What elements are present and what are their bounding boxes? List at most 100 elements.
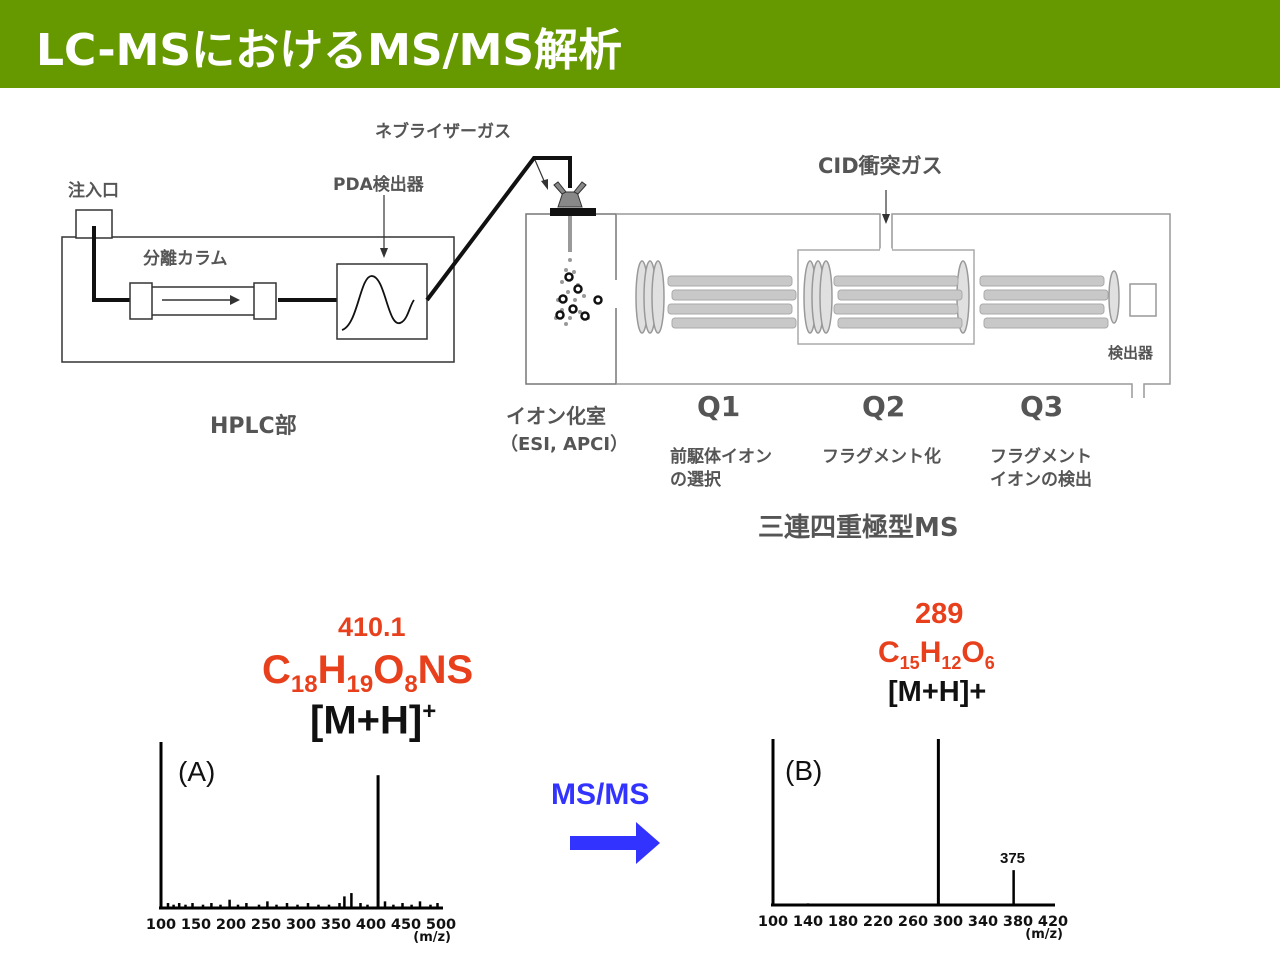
detector-box — [1129, 283, 1157, 317]
spectrum-peak — [191, 903, 194, 908]
hplc-box — [61, 236, 455, 363]
spectrum-b-chart: 100 140 180 220 260 300 340 380 420(m/z) — [758, 739, 1068, 942]
q1-desc-line1: 前駆体イオン — [670, 447, 772, 467]
spectrum-b-adduct: [M+H]+ — [888, 676, 987, 708]
spectrum-a-formula: C18H19O8NS — [262, 648, 474, 698]
spectrum-b-formula: C15H12O6 — [878, 636, 995, 673]
hplc-flow-line — [92, 226, 338, 302]
x-tick-label: 150 — [181, 917, 211, 933]
pda-trace — [341, 275, 415, 331]
q3-label: Q3 — [1020, 390, 1064, 423]
spectrum-peak — [1012, 870, 1015, 905]
x-tick-label: 100 — [146, 917, 176, 933]
spectrum-peak — [392, 904, 395, 908]
spectrum-peak — [245, 903, 248, 908]
x-tick-label: 300 — [286, 917, 316, 933]
x-tick-label: 100 — [758, 914, 788, 930]
spectrum-b-mz: 289 — [915, 598, 964, 630]
q3-desc-line2: イオンの検出 — [990, 470, 1092, 490]
nebulizer-gas-label: ネブライザーガス — [375, 122, 511, 142]
cid-gas-label: CID衝突ガス — [818, 154, 943, 178]
spectrum-peak — [410, 904, 413, 908]
sprayer-plate — [550, 208, 596, 216]
x-tick-label: 260 — [898, 914, 928, 930]
column-end-right — [253, 282, 277, 320]
pda-detector-label: PDA検出器 — [333, 175, 424, 195]
spectrum-peak — [418, 901, 422, 908]
spectrum-peak — [159, 742, 163, 908]
instrument-label: 三連四重極型MS — [758, 513, 959, 543]
spectrum-peak — [429, 904, 432, 908]
q1-desc-line2: の選択 — [670, 470, 721, 490]
spectrum-a-panel-label: (A) — [178, 756, 216, 787]
spectrum-peak — [383, 901, 387, 908]
spectrum-peak — [275, 904, 278, 908]
spectrum-peak — [228, 899, 231, 908]
spectrum-peak — [184, 904, 187, 908]
x-tick-label: 380 — [1003, 914, 1033, 930]
spectrum-peak — [166, 903, 170, 908]
x-tick-label: 340 — [968, 914, 998, 930]
spectrum-peak — [177, 903, 181, 908]
spectrum-peak — [338, 903, 341, 908]
msms-label: MS/MS — [551, 778, 650, 811]
x-unit-label: (m/z) — [413, 930, 451, 945]
spectrum-b-peak-label: 375 — [1000, 850, 1026, 867]
spectrum-peak — [236, 904, 240, 908]
spectrum-a-chart: 100 150 200 250 300 350 400 450 500(m/z) — [146, 742, 456, 945]
x-tick-label: 500 — [426, 917, 456, 933]
x-tick-label: 300 — [933, 914, 963, 930]
spectrum-peak — [350, 893, 353, 908]
spectrum-b-panel-label: (B) — [785, 755, 823, 786]
sprayer-capillary — [568, 216, 572, 252]
ms-housing — [616, 213, 1171, 398]
injection-port-label: 注入口 — [68, 181, 119, 201]
spectrum-peak — [172, 904, 175, 908]
x-tick-label: 400 — [356, 917, 386, 933]
spectrum-peak — [401, 903, 404, 908]
spectrum-peak — [266, 901, 269, 908]
spectrum-peak — [296, 904, 299, 908]
quadrupole-rods — [667, 275, 1109, 329]
spectrum-peak — [219, 904, 222, 908]
spectrum-peak — [936, 739, 940, 905]
spectrum-peak — [210, 903, 213, 908]
x-tick-label: 350 — [321, 917, 351, 933]
x-tick-label: 220 — [863, 914, 893, 930]
hplc-section-label: HPLC部 — [210, 414, 297, 439]
slide-title: LC-MSにおけるMS/MS解析 — [36, 25, 623, 76]
spectrum-peak — [306, 903, 310, 908]
msms-arrow — [570, 822, 660, 864]
x-tick-label: 180 — [828, 914, 858, 930]
spectrum-peak — [343, 896, 346, 908]
spray-plume — [554, 258, 590, 326]
x-tick-label: 420 — [1038, 914, 1068, 930]
spectrum-peak — [285, 903, 289, 908]
spectrum-a-adduct: [M+H]+ — [310, 698, 437, 743]
x-unit-label: (m/z) — [1025, 927, 1063, 942]
ion-chamber-sub-label: （ESI, APCI） — [500, 434, 629, 455]
x-tick-label: 140 — [793, 914, 823, 930]
transfer-line — [425, 156, 572, 302]
q2-desc: フラグメント化 — [822, 447, 941, 467]
detector-label: 検出器 — [1108, 344, 1154, 362]
spectrum-peak — [201, 904, 205, 908]
spectrum-peak — [327, 904, 331, 908]
q3-desc-line1: フラグメント — [990, 447, 1092, 467]
spectrum-peak — [771, 739, 775, 905]
ion-chamber-label: イオン化室 — [506, 404, 606, 428]
spectrum-peak — [376, 775, 380, 908]
q2-label: Q2 — [862, 390, 906, 423]
x-tick-label: 450 — [391, 917, 421, 933]
ion-droplets — [555, 272, 603, 321]
x-tick-label: 200 — [216, 917, 246, 933]
x-tick-label: 250 — [251, 917, 281, 933]
separation-column-label: 分離カラム — [143, 249, 228, 269]
ion-lenses — [635, 260, 1120, 334]
spectrum-peak — [436, 903, 439, 908]
spectrum-peak — [317, 904, 320, 908]
column-end-left — [129, 282, 153, 320]
spectrum-a-mz: 410.1 — [338, 612, 406, 642]
spectrum-peak — [359, 903, 362, 908]
